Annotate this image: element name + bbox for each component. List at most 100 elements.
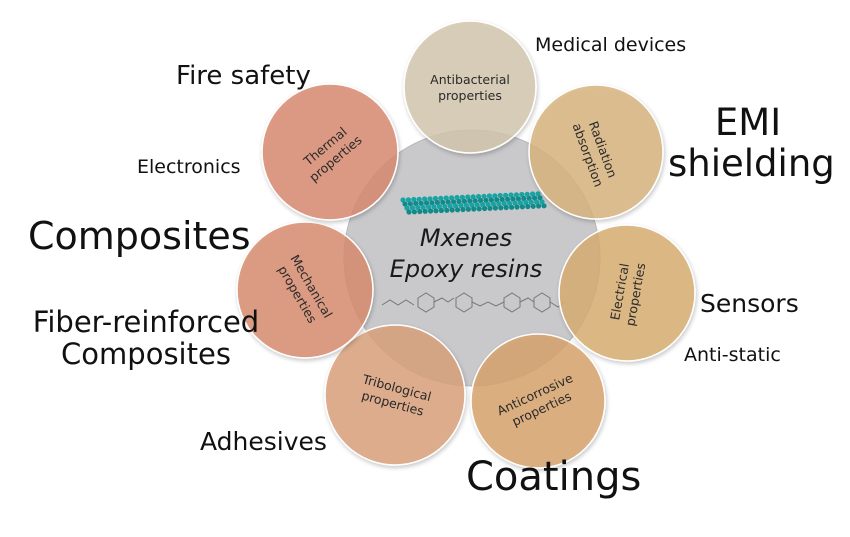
mxene-atom bbox=[424, 200, 430, 206]
mxene-atom bbox=[470, 194, 476, 200]
mxene-atom bbox=[523, 199, 529, 206]
mxene-atom bbox=[485, 201, 491, 207]
mxene-atom bbox=[513, 192, 520, 198]
mxene-atom bbox=[486, 193, 492, 199]
mxene-atom bbox=[503, 192, 509, 198]
mxene-atom bbox=[413, 200, 419, 207]
mxene-atom bbox=[420, 204, 426, 210]
property-anticorrosive: Anticorrosiveproperties bbox=[470, 333, 606, 469]
label-medical-devices: Medical devices bbox=[535, 34, 687, 56]
mxene-atom bbox=[501, 200, 507, 207]
mxene-atom bbox=[463, 202, 469, 208]
mxene-atom bbox=[480, 201, 486, 208]
property-mechanical: Mechanicalproperties bbox=[236, 221, 374, 359]
mxene-atom bbox=[416, 196, 422, 202]
mxene-atom bbox=[404, 205, 410, 211]
mxene-atom bbox=[451, 199, 457, 205]
mxene-atom bbox=[411, 196, 417, 203]
property-label-line: properties bbox=[438, 88, 502, 103]
mxene-atom bbox=[465, 206, 471, 212]
mxene-atom bbox=[494, 197, 500, 203]
mxene-atom bbox=[407, 201, 413, 207]
mxene-atom bbox=[434, 199, 440, 206]
mxene-atom bbox=[432, 195, 438, 202]
mxene-atom bbox=[498, 205, 504, 211]
label-fiber-line1: Fiber-reinforced bbox=[32, 305, 260, 339]
mxene-atom bbox=[539, 199, 545, 205]
mxene-atom bbox=[530, 203, 536, 209]
property-circle-antibacterial bbox=[403, 20, 537, 154]
mxene-atom bbox=[471, 206, 477, 212]
mxene-atom bbox=[481, 193, 487, 199]
mxene-atom bbox=[509, 204, 515, 210]
mxene-atom bbox=[429, 200, 435, 206]
label-fiber-reinforced-composites: Fiber-reinforced Composites bbox=[16, 305, 276, 371]
mxene-atom bbox=[428, 208, 434, 214]
mxene-atom bbox=[438, 195, 444, 201]
mxene-atom bbox=[409, 205, 415, 211]
mxene-atom bbox=[417, 208, 423, 215]
mxene-atom bbox=[458, 202, 464, 209]
center-title-epoxy: Epoxy resins bbox=[390, 255, 543, 283]
mxene-atom bbox=[442, 203, 448, 209]
label-emi-line2: shielding bbox=[668, 141, 835, 185]
label-adhesives: Adhesives bbox=[200, 427, 327, 456]
mxene-atom bbox=[406, 209, 412, 215]
mxene-atom bbox=[422, 208, 428, 214]
mxene-atom bbox=[532, 195, 538, 201]
property-electrical: Electricalproperties bbox=[558, 224, 696, 362]
mxene-atom bbox=[521, 195, 527, 202]
mxene-atom bbox=[440, 199, 446, 205]
label-composites: Composites bbox=[28, 214, 251, 258]
mxene-atom bbox=[400, 197, 406, 203]
mxene-atom bbox=[528, 199, 534, 205]
mxene-atom bbox=[405, 197, 411, 203]
mxene-atom bbox=[510, 196, 516, 202]
mxene-atom bbox=[453, 203, 459, 209]
label-fire-safety: Fire safety bbox=[176, 61, 311, 91]
label-sensors: Sensors bbox=[700, 289, 799, 318]
mxene-atom bbox=[426, 204, 432, 210]
mxene-atom bbox=[499, 196, 505, 203]
mxene-atom bbox=[415, 204, 421, 211]
mxene-atom bbox=[482, 205, 488, 212]
property-circle-anticorrosive bbox=[470, 333, 606, 469]
mxene-atom bbox=[474, 202, 480, 208]
mxene-atom bbox=[536, 203, 542, 209]
property-circle-mechanical bbox=[236, 221, 374, 359]
mxene-atom bbox=[476, 193, 482, 200]
mxene-atom bbox=[469, 202, 475, 208]
property-radiation: Radiationabsorption bbox=[528, 84, 664, 220]
mxene-atom bbox=[512, 200, 518, 206]
mxene-atom bbox=[461, 198, 467, 204]
mxene-atom bbox=[492, 193, 498, 199]
mxene-atom bbox=[454, 194, 460, 201]
mxene-atom bbox=[422, 196, 428, 202]
label-coatings: Coatings bbox=[466, 454, 642, 500]
mxene-atom bbox=[524, 191, 530, 197]
mxene-atom bbox=[541, 203, 547, 209]
mxene-atom bbox=[476, 206, 482, 212]
mxene-atom bbox=[537, 195, 543, 201]
mxene-atom bbox=[402, 201, 408, 207]
property-thermal: Thermalproperties bbox=[261, 83, 399, 221]
mxene-atom bbox=[507, 200, 513, 206]
mxene-atom bbox=[444, 207, 450, 213]
mxene-structure-icon bbox=[400, 191, 547, 215]
property-circle-electrical bbox=[558, 224, 696, 362]
mxene-atom bbox=[519, 191, 525, 198]
property-circle-thermal bbox=[261, 83, 399, 221]
label-electronics: Electronics bbox=[137, 156, 241, 178]
mxene-atom bbox=[472, 198, 478, 204]
label-fiber-line2: Composites bbox=[61, 336, 231, 371]
mxene-atom bbox=[459, 194, 465, 200]
property-circle-radiation bbox=[528, 84, 664, 220]
mxene-atom bbox=[534, 199, 540, 205]
property-tribological: Tribologicalproperties bbox=[324, 324, 466, 466]
mxene-atom bbox=[492, 205, 498, 211]
mxene-atom bbox=[488, 197, 494, 203]
property-label-line: Antibacterial bbox=[430, 72, 510, 87]
